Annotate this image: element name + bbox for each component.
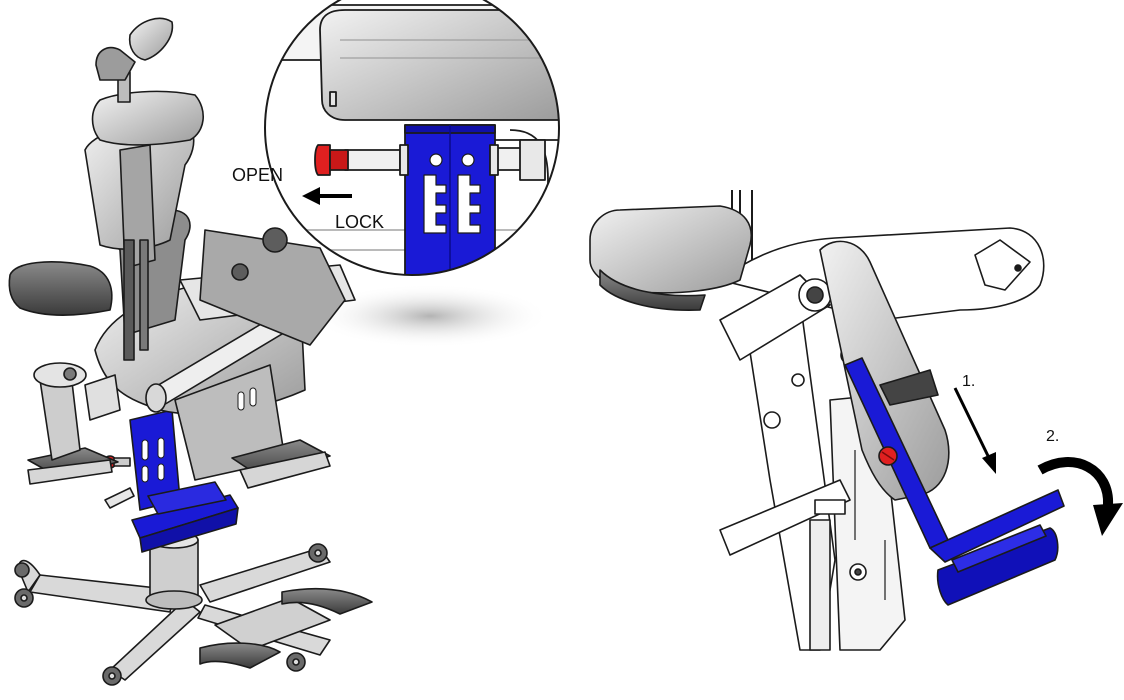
gas-column bbox=[149, 539, 199, 601]
step2-label: 2. bbox=[1046, 428, 1060, 445]
red-release-knob bbox=[314, 144, 331, 176]
blue-slotted-plate bbox=[399, 124, 499, 275]
step1-label: 1. bbox=[962, 373, 976, 390]
zoom-pad-housing bbox=[319, 9, 559, 121]
lock-pin-shaft bbox=[344, 149, 401, 171]
step1-slide-down-arrow-icon bbox=[953, 387, 996, 474]
step2-rotate-arrow-icon bbox=[1037, 457, 1123, 536]
chest-pad bbox=[91, 90, 204, 146]
footplate-detail-view bbox=[589, 190, 1065, 651]
caster-wheels bbox=[14, 543, 328, 686]
open-label: OPEN bbox=[232, 165, 284, 185]
base-plate bbox=[214, 597, 331, 651]
lock-label: LOCK bbox=[335, 212, 385, 232]
headrest-mount bbox=[95, 46, 136, 81]
blue-footplate bbox=[936, 527, 1059, 606]
side-arm-pad bbox=[8, 261, 113, 316]
knee-pad-shell bbox=[819, 240, 950, 501]
blue-mount-bracket bbox=[129, 409, 239, 553]
base-footpad-right bbox=[281, 588, 373, 615]
open-direction-arrow-icon bbox=[302, 187, 352, 205]
zoom-detail-bubble bbox=[264, 0, 560, 276]
stander-assembly-full-view bbox=[8, 17, 373, 686]
hinge-side-plate bbox=[199, 229, 346, 346]
lower-strut bbox=[719, 479, 851, 556]
headrest-pad bbox=[128, 17, 174, 61]
base-footpad-left bbox=[199, 642, 281, 669]
bubble-shadow bbox=[310, 284, 550, 348]
